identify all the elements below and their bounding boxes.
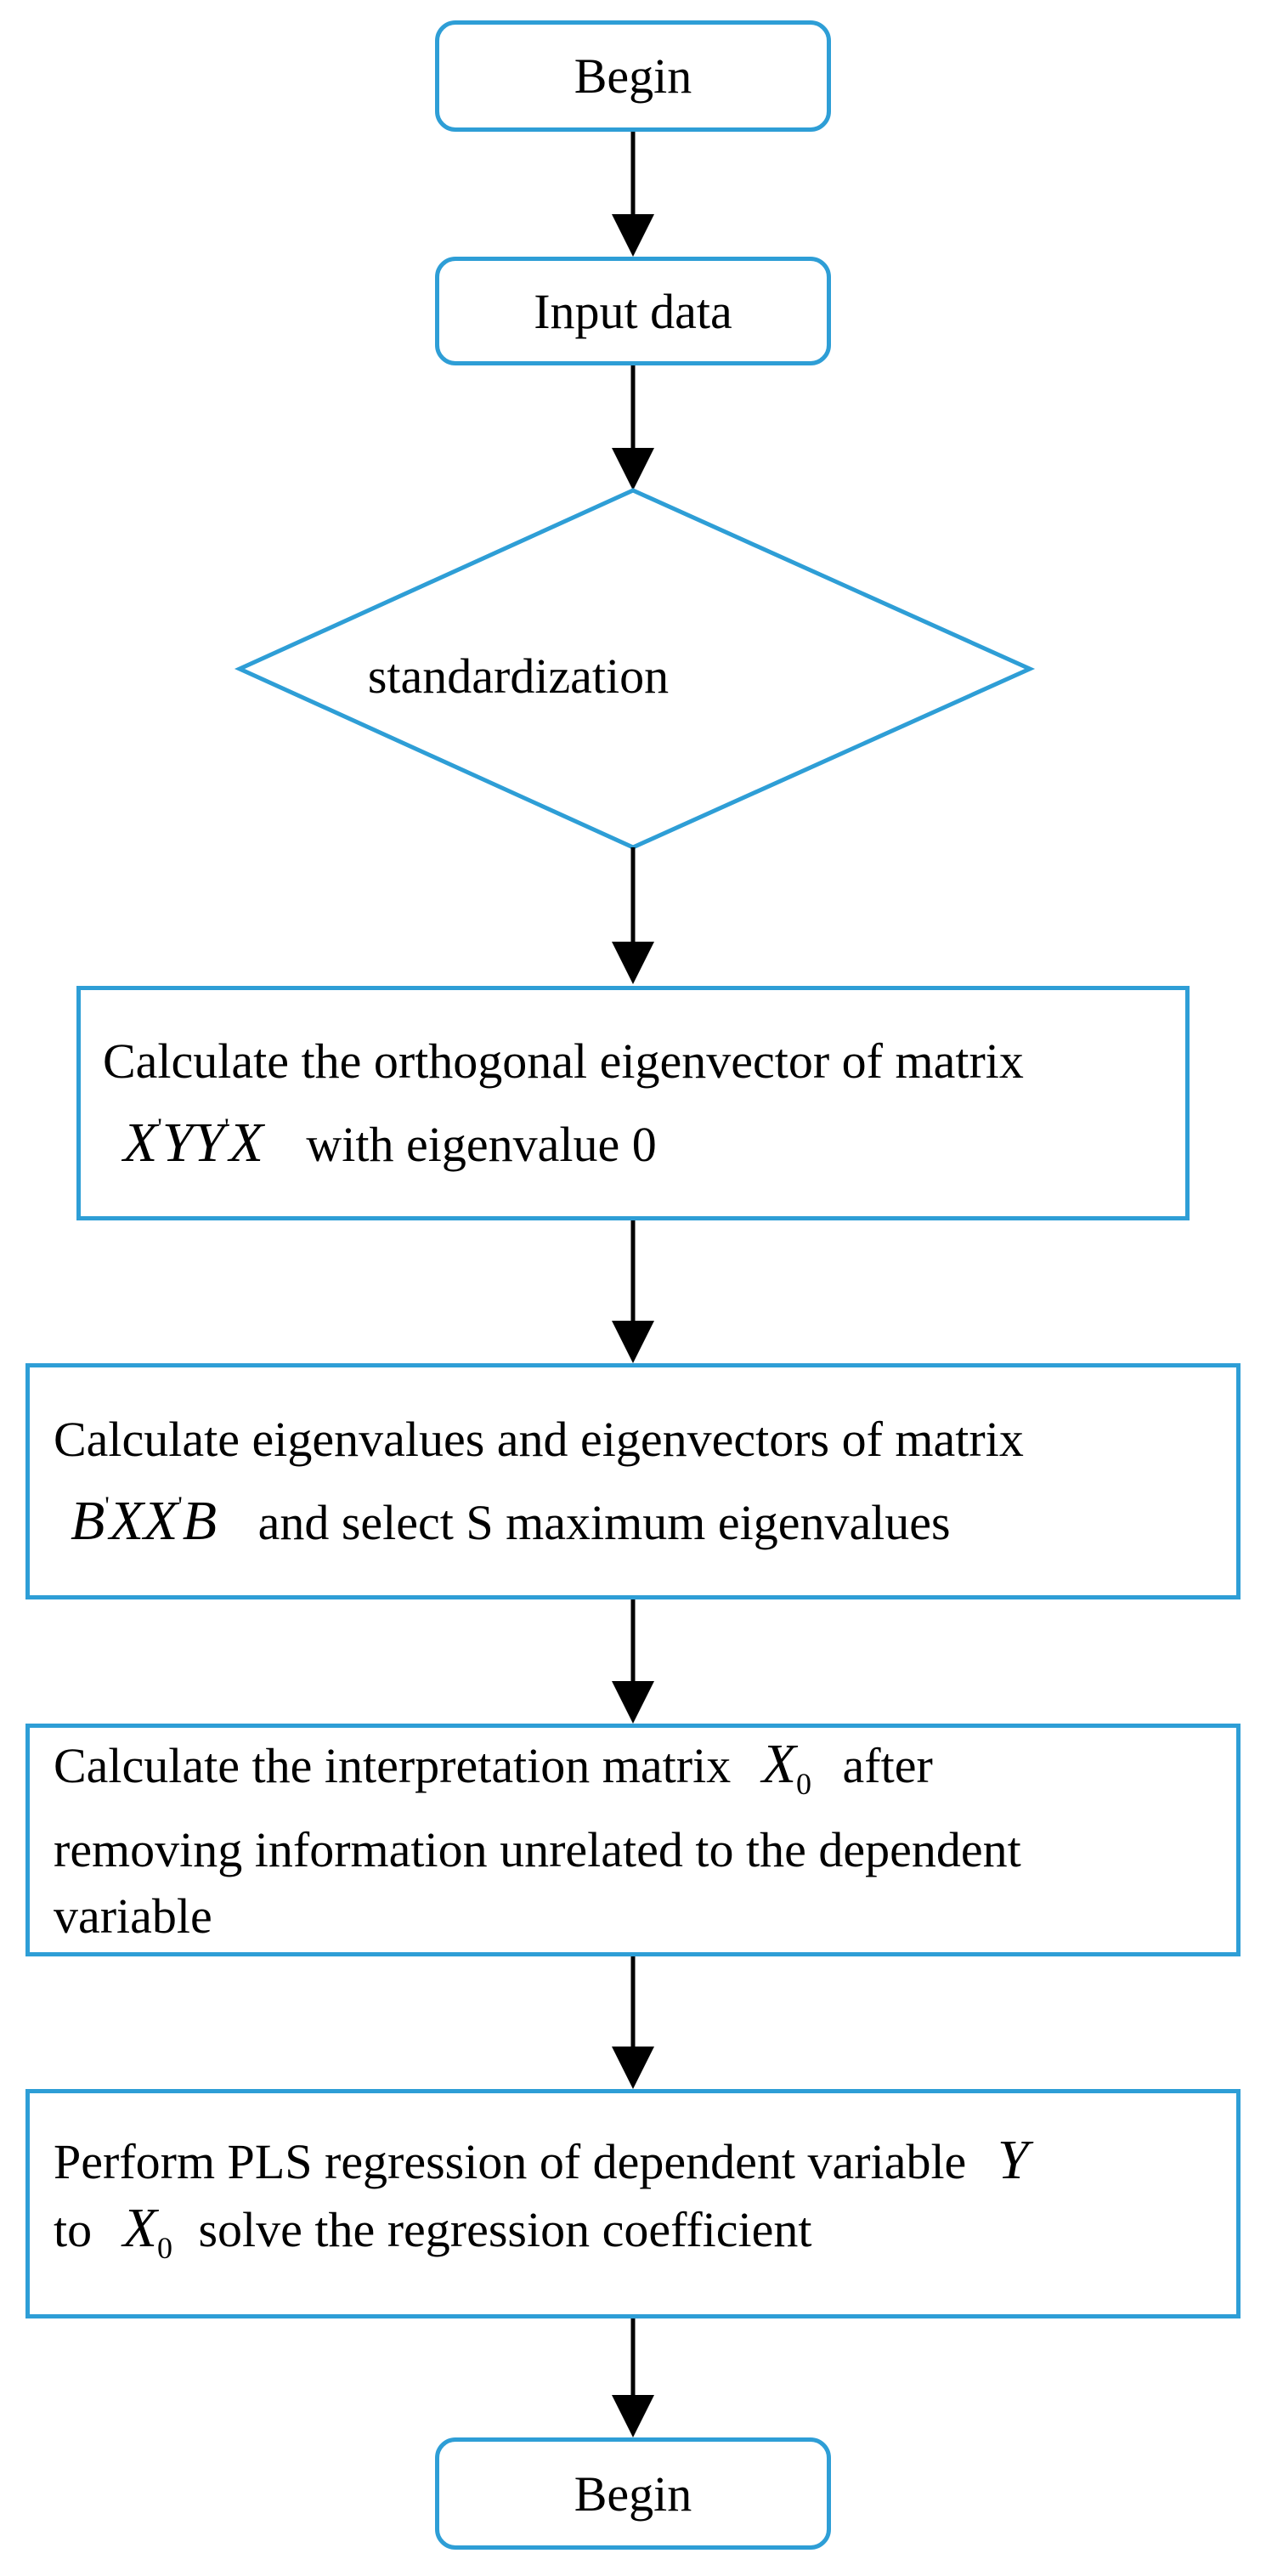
step4-math-y: Y bbox=[997, 2128, 1029, 2191]
step-interpretation-matrix: Calculate the interpretation matrix X0 a… bbox=[25, 1724, 1241, 1956]
step2-line2: B'XX'B and select S maximum eigenvalues bbox=[54, 1473, 1236, 1556]
step4-math-x: X bbox=[122, 2196, 157, 2259]
step-orthogonal-eigenvector: Calculate the orthogonal eigenvector of … bbox=[76, 986, 1190, 1220]
step1-math-prime1: ' bbox=[157, 1113, 162, 1141]
end-terminal: Begin bbox=[435, 2437, 831, 2550]
step1-line2: X'YY'X with eigenvalue 0 bbox=[103, 1095, 1185, 1178]
step4-text-a: Perform PLS regression of dependent vari… bbox=[54, 2133, 967, 2189]
step2-math-prime2: ' bbox=[178, 1492, 183, 1520]
step1-math-x2: X bbox=[229, 1112, 263, 1174]
step3-line2: removing information unrelated to the de… bbox=[54, 1817, 1236, 1883]
decision-standardization: standardization bbox=[238, 633, 799, 718]
step3-text-a: Calculate the interpretation matrix bbox=[54, 1737, 732, 1793]
step2-math-b1: B bbox=[71, 1490, 105, 1552]
step1-line1: Calculate the orthogonal eigenvector of … bbox=[103, 1028, 1185, 1095]
decision-label: standardization bbox=[367, 648, 670, 704]
step-eigenvalues-eigenvectors: Calculate eigenvalues and eigenvectors o… bbox=[25, 1363, 1241, 1599]
step4-line1: Perform PLS regression of dependent vari… bbox=[54, 2127, 1236, 2195]
step3-line1: Calculate the interpretation matrix X0 a… bbox=[54, 1731, 1236, 1817]
step3-math-sub: 0 bbox=[796, 1766, 812, 1801]
step3-line3-text: variable bbox=[54, 1888, 212, 1944]
step1-tail: with eigenvalue 0 bbox=[306, 1117, 657, 1172]
step-pls-regression: Perform PLS regression of dependent vari… bbox=[25, 2089, 1241, 2318]
input-data-label: Input data bbox=[534, 283, 732, 339]
step3-text-b: after bbox=[842, 1737, 933, 1793]
step1-math-x1: X bbox=[123, 1112, 158, 1174]
step2-math-prime1: ' bbox=[105, 1492, 110, 1520]
input-data-box: Input data bbox=[435, 257, 831, 365]
step1-math-yy: YY bbox=[161, 1112, 225, 1174]
step2-math-b2: B bbox=[182, 1490, 218, 1552]
step4-text-to: to bbox=[54, 2201, 93, 2257]
step2-tail: and select S maximum eigenvalues bbox=[257, 1495, 951, 1550]
step4-text-b: solve the regression coefficient bbox=[198, 2201, 812, 2257]
step4-line2: to X0 solve the regression coefficient bbox=[54, 2195, 1236, 2281]
step3-line3: variable bbox=[54, 1883, 1236, 1950]
step1-math-prime2: ' bbox=[224, 1113, 229, 1141]
step4-math-sub: 0 bbox=[156, 2230, 172, 2265]
step1-text: Calculate the orthogonal eigenvector of … bbox=[103, 1033, 1024, 1089]
start-terminal: Begin bbox=[435, 20, 831, 132]
step2-text: Calculate eigenvalues and eigenvectors o… bbox=[54, 1412, 1024, 1467]
step3-math-x: X bbox=[761, 1732, 797, 1795]
step3-line2-text: removing information unrelated to the de… bbox=[54, 1821, 1021, 1877]
step2-math-xx: XX bbox=[109, 1490, 178, 1552]
step2-line1: Calculate eigenvalues and eigenvectors o… bbox=[54, 1407, 1236, 1473]
start-label: Begin bbox=[574, 48, 692, 104]
end-label: Begin bbox=[574, 2466, 692, 2522]
